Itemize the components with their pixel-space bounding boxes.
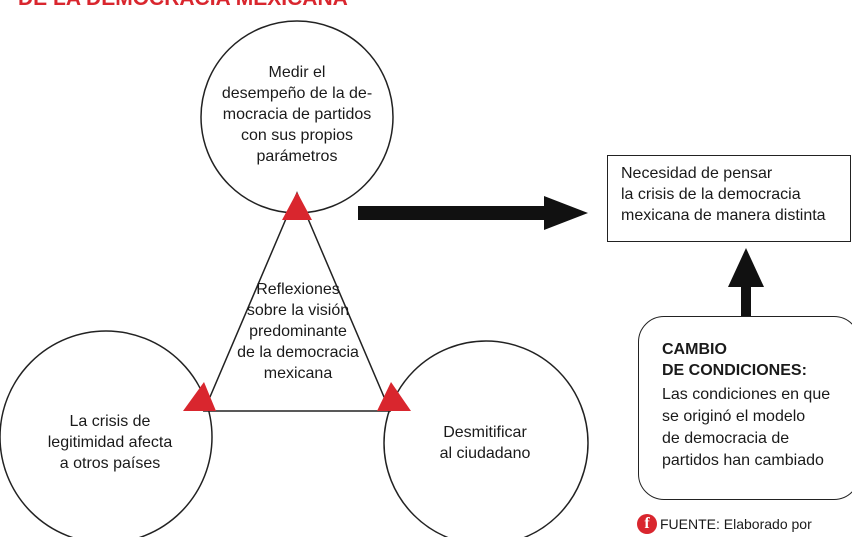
center-line: predominante xyxy=(249,323,347,340)
circle-right-text: Desmitificar al ciudadano xyxy=(425,422,545,464)
circle-top-line: Medir el xyxy=(268,64,326,81)
center-line: de la democracia xyxy=(237,344,359,361)
up-arrow xyxy=(728,248,764,317)
change-title-line: DE CONDICIONES: xyxy=(662,362,807,379)
circle-top-line: con sus propios xyxy=(240,127,354,144)
vertex-marker-right xyxy=(377,382,411,411)
source-text: FUENTE: Elaborado por xyxy=(660,516,812,532)
change-body-line: se originó el modelo xyxy=(662,408,806,425)
circle-top-text: Medir el desempeño de la de- mocracia de… xyxy=(212,62,382,167)
change-conditions-title: CAMBIO DE CONDICIONES: xyxy=(662,339,807,381)
circle-left-line: legitimidad afecta xyxy=(47,434,173,451)
publisher-logo-icon: f xyxy=(637,514,657,534)
change-conditions-box xyxy=(638,316,852,500)
result-box-text: Necesidad de pensar la crisis de la demo… xyxy=(621,163,826,226)
change-title-line: CAMBIO xyxy=(662,341,727,358)
vertex-marker-top xyxy=(282,192,312,220)
result-line: mexicana de manera distinta xyxy=(621,207,826,224)
result-line: Necesidad de pensar xyxy=(621,165,773,182)
result-box xyxy=(607,155,851,242)
result-line: la crisis de la democracia xyxy=(621,186,801,203)
circle-top-line: desempeño de la de- xyxy=(221,85,373,102)
circle-right xyxy=(383,340,589,537)
change-body-line: de democracia de xyxy=(662,430,790,447)
center-text: Reflexiones sobre la visión predominante… xyxy=(228,279,368,384)
circle-left-line: a otros países xyxy=(59,455,161,472)
center-line: sobre la visión xyxy=(246,302,350,319)
figure-title: DE LA DEMOCRACIA MEXICANA xyxy=(18,0,348,11)
change-body-line: Las condiciones en que xyxy=(662,386,831,403)
circle-left-text: La crisis de legitimidad afecta a otros … xyxy=(30,411,190,474)
central-triangle xyxy=(202,191,392,412)
circle-left-line: La crisis de xyxy=(69,413,151,430)
center-line: mexicana xyxy=(263,365,333,382)
change-body-line: partidos han cambiado xyxy=(662,452,824,469)
right-arrow xyxy=(358,196,588,230)
change-conditions-body: Las condiciones en que se originó el mod… xyxy=(662,384,830,472)
circle-top-line: mocracia de partidos xyxy=(222,106,372,123)
center-line: Reflexiones xyxy=(256,281,340,298)
circle-top-line: parámetros xyxy=(256,148,338,165)
circle-right-line: Desmitificar xyxy=(443,424,527,441)
circle-left xyxy=(0,330,213,537)
circle-right-line: al ciudadano xyxy=(439,445,531,462)
vertex-marker-left xyxy=(183,382,216,411)
